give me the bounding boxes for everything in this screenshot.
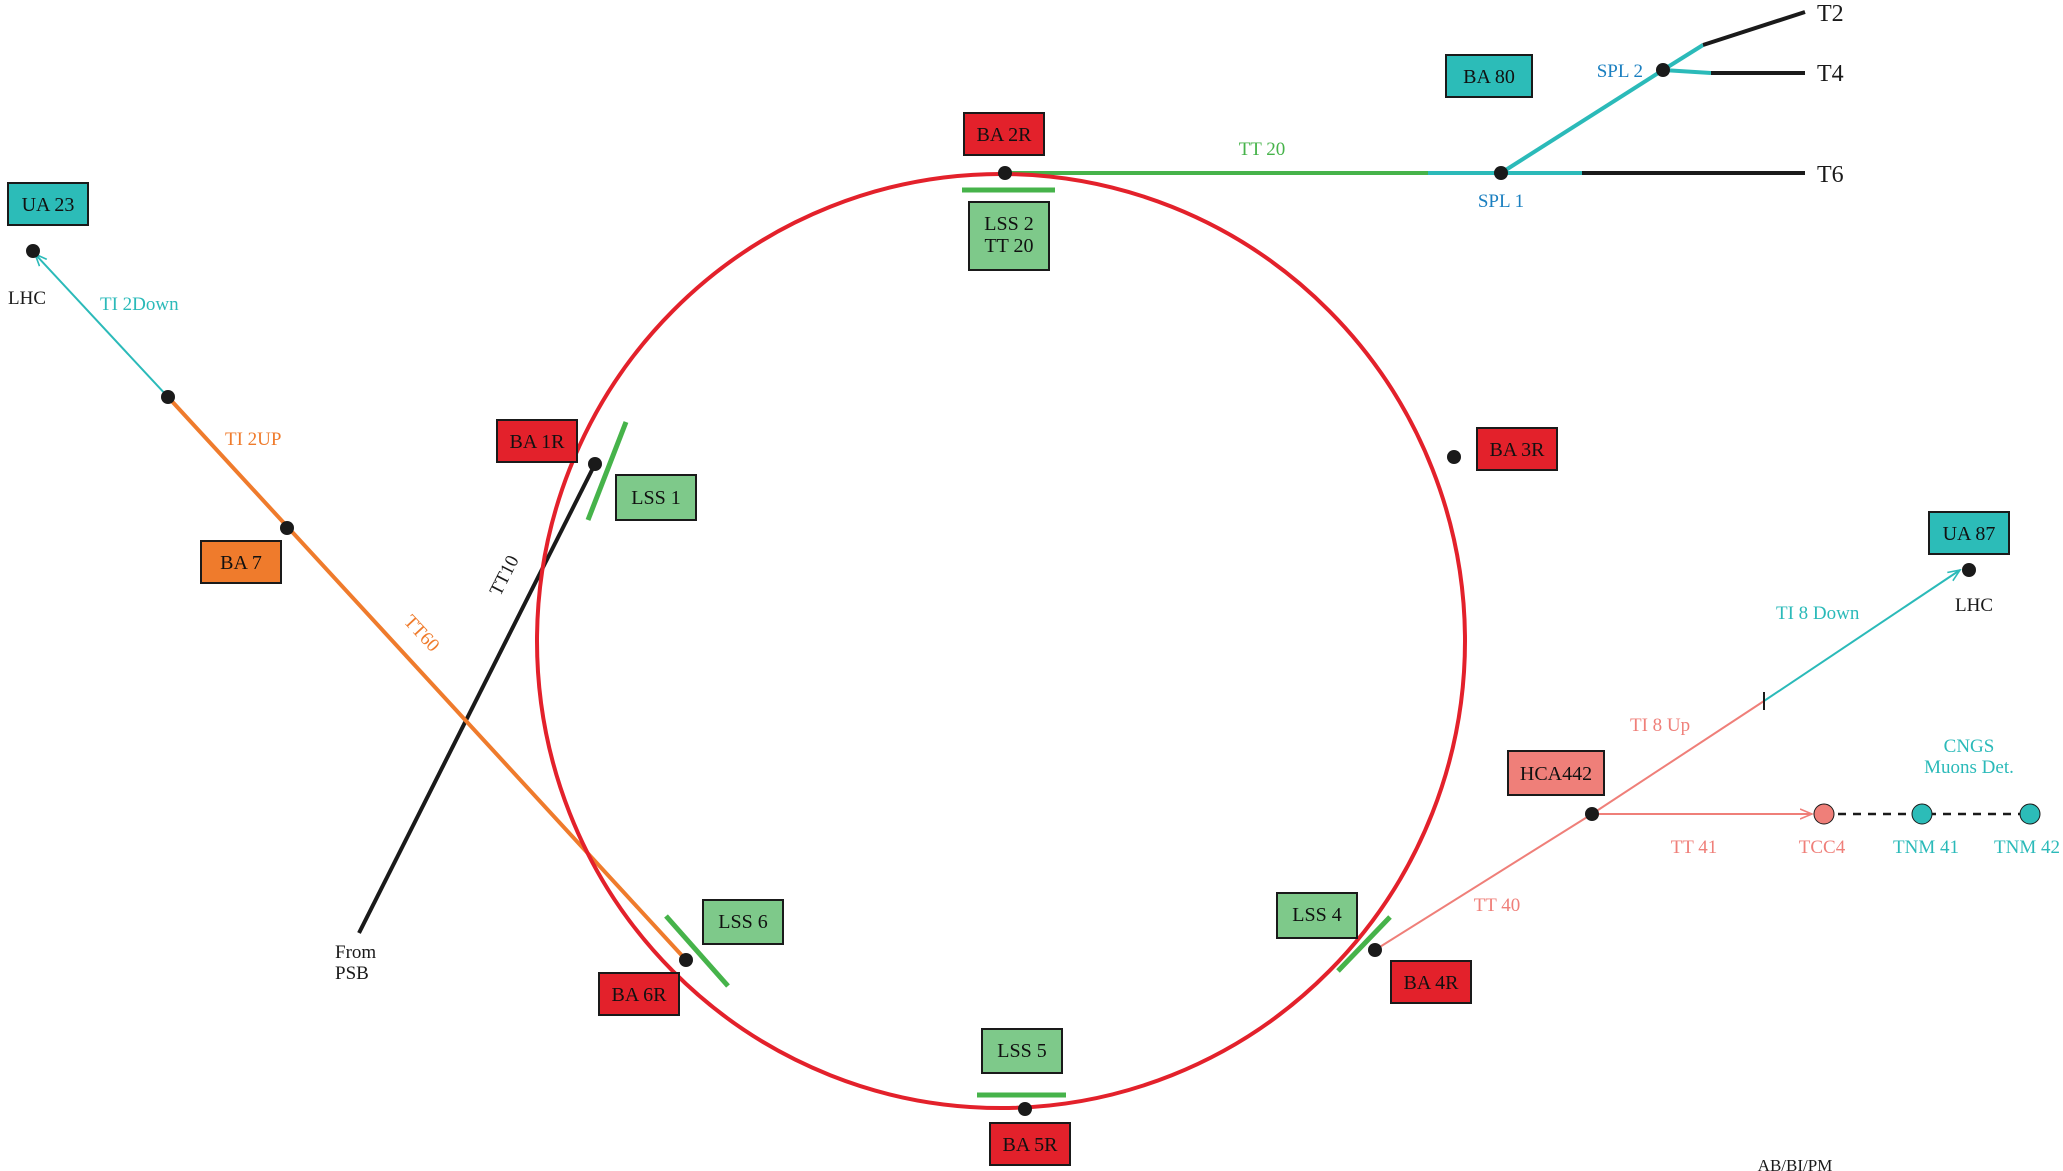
lss6-label: LSS 6: [718, 911, 767, 933]
cngs-label: CNGS: [1944, 736, 1995, 757]
ba6r-node: [679, 953, 693, 967]
ba1r-box: BA 1R: [496, 419, 578, 463]
lss5-box: LSS 5: [981, 1028, 1063, 1074]
ti2down-label: TI 2Down: [100, 294, 179, 315]
lss2-label: LSS 2: [984, 213, 1033, 235]
lss6-marker: [664, 914, 730, 988]
lss2-box: LSS 2 TT 20: [968, 201, 1050, 271]
tt40-label: TT 40: [1474, 895, 1521, 916]
ba7-node: [280, 521, 294, 535]
ti8down-label: TI 8 Down: [1776, 603, 1860, 624]
lss4-marker: [1336, 915, 1392, 973]
ua23-label: UA 23: [22, 194, 75, 216]
tcc4-node: [1813, 803, 1835, 825]
ua23-box: UA 23: [7, 182, 89, 226]
ba5r-node: [1018, 1102, 1032, 1116]
ba2r-label: BA 2R: [976, 124, 1032, 146]
lss1-label: LSS 1: [631, 487, 680, 509]
ba80-box: BA 80: [1445, 54, 1533, 98]
from-label: From: [335, 942, 376, 963]
spl1-to-spl2-line: [1499, 68, 1665, 175]
ba6r-label: BA 6R: [611, 984, 667, 1006]
lss1-marker: [585, 421, 629, 521]
ba2r-box: BA 2R: [963, 112, 1045, 156]
ba2r-node: [998, 166, 1012, 180]
psb-label: PSB: [335, 963, 369, 984]
lss5-label: LSS 5: [997, 1040, 1046, 1062]
lss2-tt20-label: TT 20: [984, 235, 1033, 257]
ti2up-label: TI 2UP: [225, 429, 281, 450]
sps-ring: [535, 172, 1467, 1110]
lhc-right-label: LHC: [1955, 595, 1993, 616]
lss6-box: LSS 6: [702, 899, 784, 945]
lhc-left-label: LHC: [8, 288, 46, 309]
ba7-box: BA 7: [200, 540, 282, 584]
tt10-label: TT10: [486, 552, 524, 599]
ua87-label: UA 87: [1943, 523, 1996, 545]
ua87-box: UA 87: [1928, 511, 2010, 555]
spl2-to-t2-cyan: [1661, 43, 1705, 72]
tt10-line: [357, 463, 597, 934]
ba6r-box: BA 6R: [598, 972, 680, 1016]
tt40-line: [1374, 813, 1593, 951]
lss4-label: LSS 4: [1292, 904, 1341, 926]
spl1-node: [1494, 166, 1508, 180]
ba1r-label: BA 1R: [509, 431, 565, 453]
tt60-label: TT60: [399, 611, 443, 656]
lss1-box: LSS 1: [615, 474, 697, 521]
ba5r-label: BA 5R: [1002, 1134, 1058, 1156]
ba3r-box: BA 3R: [1476, 427, 1558, 471]
lhc-right-node: [1962, 563, 1976, 577]
tt60-line: [166, 395, 688, 962]
hca442-node: [1585, 807, 1599, 821]
t4-label: T4: [1817, 61, 1844, 87]
spl1-label: SPL 1: [1478, 191, 1524, 212]
ba7-label: BA 7: [220, 552, 262, 574]
lss4-box: LSS 4: [1276, 892, 1358, 939]
credit-label: AB/BI/PM: [1758, 1156, 1833, 1171]
ba80-label: BA 80: [1463, 66, 1515, 88]
hca442-label: HCA442: [1520, 763, 1592, 785]
spl2-to-t4-cyan: [1662, 68, 1712, 75]
spl2-label: SPL 2: [1597, 61, 1643, 82]
ti8down-line: [1763, 570, 1960, 702]
ba5r-box: BA 5R: [989, 1122, 1071, 1166]
ba4r-node: [1368, 943, 1382, 957]
hca442-box: HCA442: [1507, 750, 1605, 796]
ti8up-label: TI 8 Up: [1630, 715, 1690, 736]
ba4r-label: BA 4R: [1403, 972, 1459, 994]
lhc-left-node: [26, 244, 40, 258]
tnm41-label: TNM 41: [1893, 837, 1959, 858]
ba3r-label: BA 3R: [1489, 439, 1545, 461]
tt20-label: TT 20: [1239, 139, 1286, 160]
muons-det-label: Muons Det.: [1924, 757, 2014, 778]
ti8up-line: [1591, 700, 1765, 815]
tt41-label: TT 41: [1671, 837, 1718, 858]
tnm42-label: TNM 42: [1994, 837, 2060, 858]
ba3r-node: [1447, 450, 1461, 464]
t6-label: T6: [1817, 162, 1844, 188]
t2-label: T2: [1817, 1, 1844, 27]
ti2-junction-node: [161, 390, 175, 404]
tnm42-node: [2019, 803, 2041, 825]
ti2down-line: [35, 254, 169, 398]
t2-line: [1702, 10, 1806, 47]
ba1r-node: [588, 457, 602, 471]
ba4r-box: BA 4R: [1390, 960, 1472, 1004]
tnm41-node: [1911, 803, 1933, 825]
tcc4-label: TCC4: [1799, 837, 1846, 858]
spl2-node: [1656, 63, 1670, 77]
